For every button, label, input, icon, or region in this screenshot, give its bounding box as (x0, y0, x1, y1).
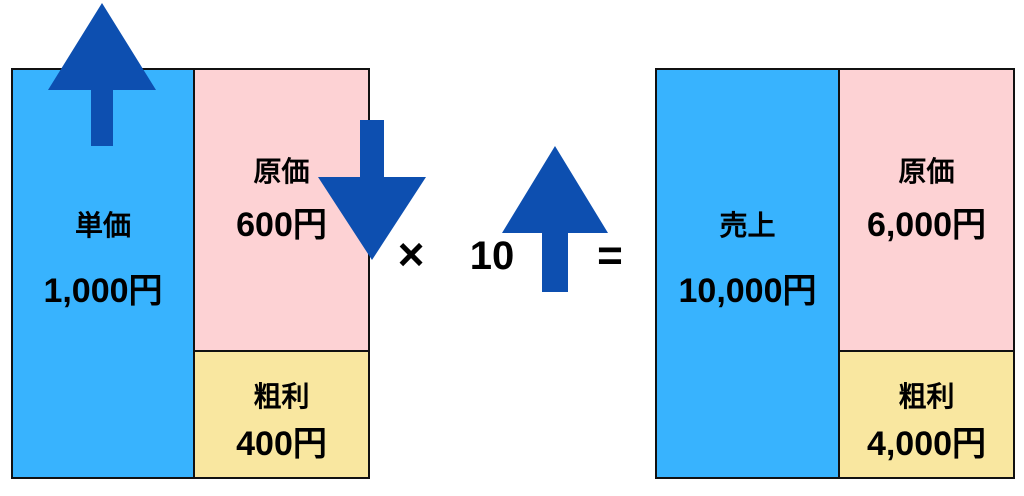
multiply-sign: × (397, 228, 425, 280)
right-gross-profit-value: 4,000円 (866, 425, 987, 463)
multiplier-value: 10 (469, 234, 515, 278)
cost-down-arrow-shape (318, 120, 426, 260)
left-gross-profit-label: 粗利 (253, 381, 310, 412)
left-unit-price-label: 単価 (74, 209, 131, 241)
quantity-up-arrow-icon (502, 146, 608, 292)
quantity-up-arrow-shape (502, 146, 608, 292)
right-sales-label: 売上 (719, 209, 776, 241)
right-sales-box: 売上 10,000円 (655, 68, 840, 479)
left-cost-value: 600円 (236, 206, 327, 244)
right-sales-value: 10,000円 (678, 271, 817, 310)
cost-down-arrow-icon (318, 120, 426, 260)
left-unit-price-value: 1,000円 (43, 271, 163, 310)
right-gross-profit-box: 粗利 4,000円 (838, 350, 1015, 479)
right-cost-box: 原価 6,000円 (838, 68, 1015, 352)
right-cost-value: 6,000円 (866, 206, 987, 244)
equals-sign: = (597, 231, 623, 280)
right-gross-profit-label: 粗利 (898, 381, 955, 412)
price-up-arrow-icon (48, 3, 156, 146)
left-gross-profit-value: 400円 (236, 425, 327, 463)
left-gross-profit-box: 粗利 400円 (193, 350, 370, 479)
right-cost-label: 原価 (898, 156, 955, 187)
price-up-arrow-shape (48, 3, 156, 146)
left-cost-label: 原価 (253, 156, 310, 187)
